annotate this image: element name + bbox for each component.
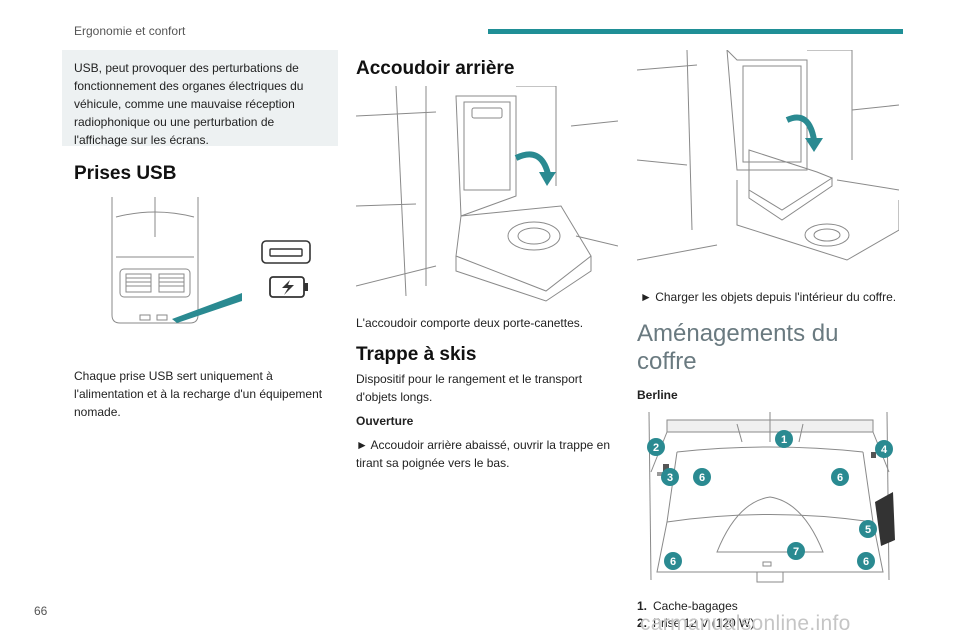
svg-text:6: 6 (837, 472, 843, 484)
header-accent-bar (488, 29, 903, 34)
armrest-description: L'accoudoir comporte deux porte-canettes… (356, 316, 584, 330)
usb-description: Chaque prise USB sert uniquement à l'ali… (74, 369, 323, 419)
callout-6: 6 (857, 552, 875, 570)
callout-2: 2 (647, 438, 665, 456)
load-step: ► Charger les objets depuis l'intérieur … (640, 290, 897, 304)
svg-text:6: 6 (670, 556, 676, 568)
svg-text:2: 2 (653, 442, 659, 454)
ski-hatch-title: Trappe à skis (356, 344, 477, 365)
boot-section-title: Aménagements du coffre (637, 320, 839, 375)
callout-6: 6 (831, 468, 849, 486)
callout-6: 6 (693, 468, 711, 486)
svg-text:6: 6 (863, 556, 869, 568)
ski-hatch-illustration (637, 50, 903, 270)
callout-7: 7 (787, 542, 805, 560)
svg-text:6: 6 (699, 472, 705, 484)
ski-hatch-description: Dispositif pour le rangement et le trans… (356, 372, 583, 404)
warning-note-text: USB, peut provoquer des perturbations de… (74, 61, 304, 147)
usb-illustration (102, 197, 338, 337)
legend-label: Cache-bagages (653, 599, 738, 613)
callout-1: 1 (775, 430, 793, 448)
legend-number: 2. (637, 616, 648, 630)
svg-text:5: 5 (865, 524, 871, 536)
section-header-title: Ergonomie et confort (74, 24, 186, 38)
callout-4: 4 (875, 440, 893, 458)
svg-text:7: 7 (793, 546, 799, 558)
opening-label: Ouverture (356, 414, 414, 428)
right-column: ► Charger les objets depuis l'intérieur … (637, 50, 903, 632)
callout-5: 5 (859, 520, 877, 538)
svg-text:3: 3 (667, 472, 673, 484)
svg-text:1: 1 (781, 434, 787, 446)
legend-number: 1. (637, 599, 648, 613)
armrest-section-title: Accoudoir arrière (356, 58, 515, 79)
callout-6: 6 (664, 552, 682, 570)
svg-text:4: 4 (881, 444, 888, 456)
berline-label: Berline (637, 388, 678, 402)
callout-3: 3 (661, 468, 679, 486)
boot-illustration: 1 2 3 6 6 4 5 6 7 6 (637, 412, 903, 588)
legend-item: 1. Cache-bagages (637, 598, 903, 615)
boot-legend: 1. Cache-bagages 2. Prise 12 V (120 W) (637, 598, 903, 632)
warning-note-box: USB, peut provoquer des perturbations de… (62, 50, 338, 147)
usb-port-icon (261, 240, 311, 264)
charging-icon (269, 276, 308, 298)
armrest-illustration (356, 86, 620, 304)
middle-column: Accoudoir arrière (356, 50, 620, 472)
opening-step: ► Accoudoir arrière abaissé, ouvrir la t… (356, 438, 611, 470)
watermark: carmanualsonline.info (640, 612, 851, 635)
page-number: 66 (34, 604, 48, 618)
legend-label: Prise 12 V (120 W) (653, 616, 755, 630)
left-column: USB, peut provoquer des perturbations de… (62, 50, 338, 421)
usb-section-title: Prises USB (74, 163, 177, 184)
legend-item: 2. Prise 12 V (120 W) (637, 615, 903, 632)
